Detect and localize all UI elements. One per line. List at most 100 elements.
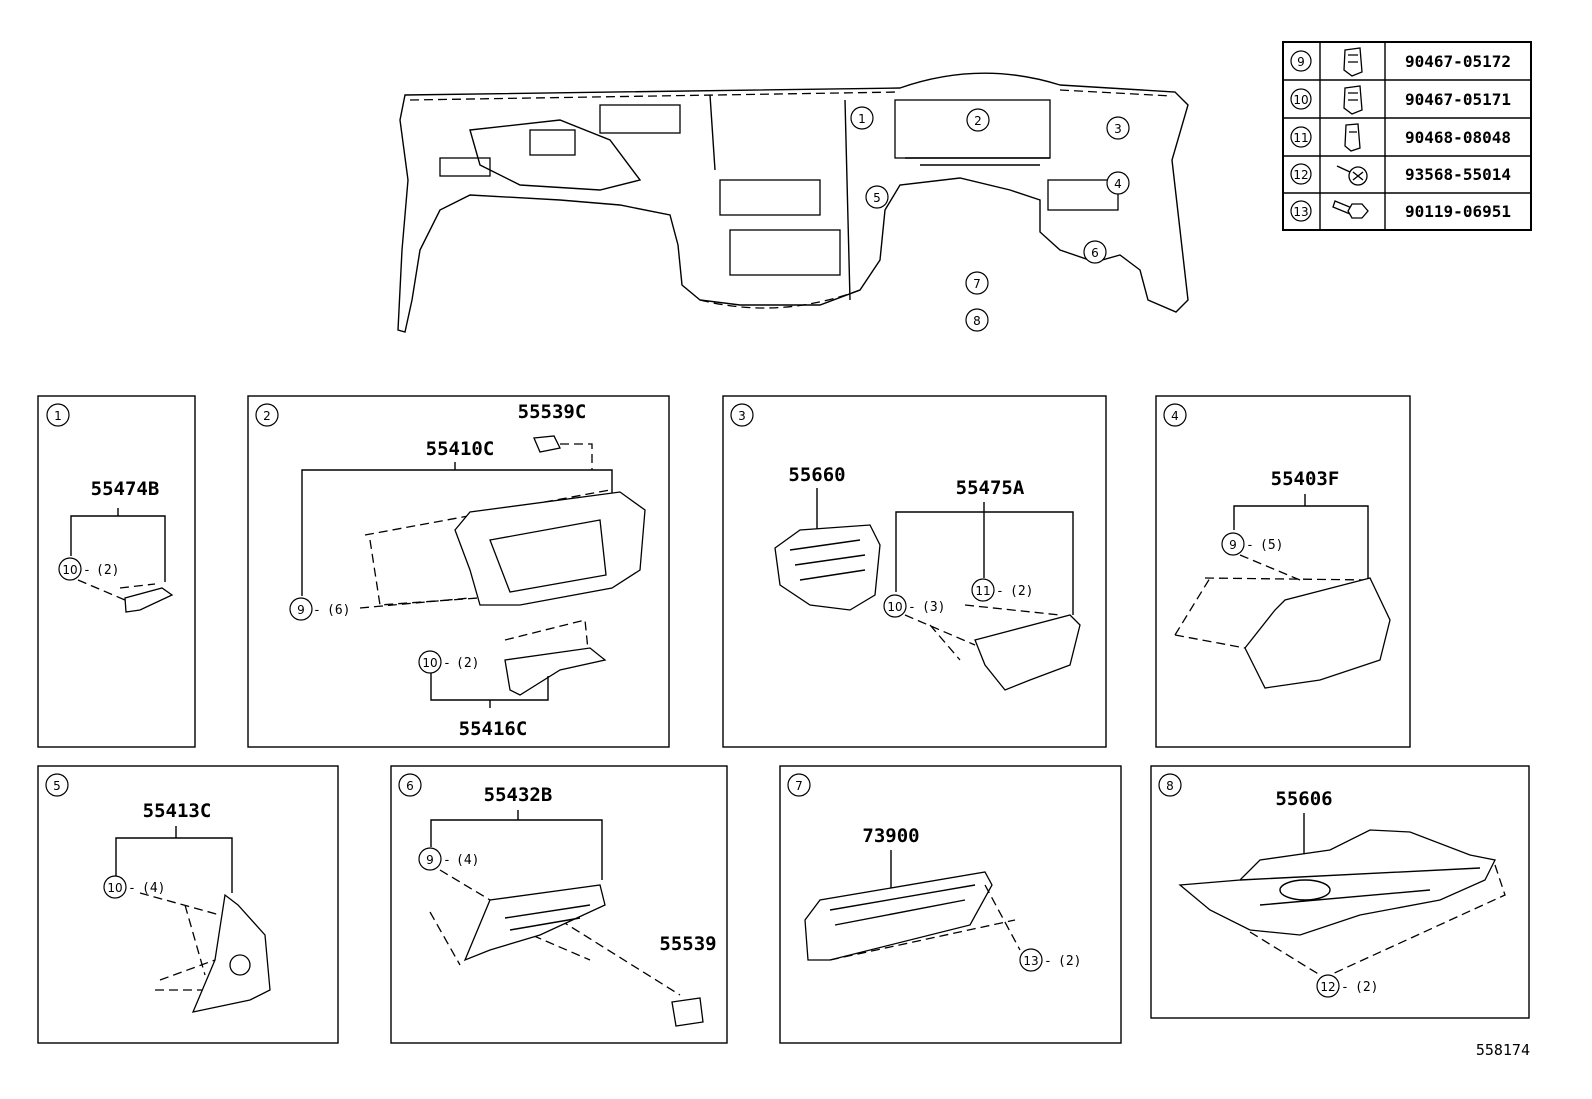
panel-number: 7 (795, 779, 803, 793)
part-55606 (1178, 829, 1496, 936)
svg-text:-: - (1246, 538, 1254, 553)
svg-text:(4): (4) (456, 853, 479, 868)
svg-text:-: - (1044, 954, 1052, 969)
svg-text:-: - (313, 603, 321, 618)
svg-text:-: - (128, 881, 136, 896)
svg-text:(2): (2) (1010, 584, 1033, 599)
svg-text:(5): (5) (1260, 538, 1283, 553)
callout-6: 6 (1091, 246, 1099, 260)
clip-icon (1344, 123, 1361, 152)
part-label: 55416C (459, 718, 528, 740)
part-55539C (533, 435, 561, 453)
part-label: 73900 (862, 825, 919, 847)
bolt-icon (1332, 200, 1369, 219)
callout-5: 5 (873, 191, 881, 205)
part-label: 55475A (956, 477, 1025, 499)
panel-number: 6 (406, 779, 414, 793)
part-label: 55413C (143, 800, 212, 822)
table-row: 13 90119-06951 (1290, 200, 1511, 222)
part-label: 55660 (788, 464, 845, 486)
svg-text:9: 9 (426, 853, 434, 867)
panel-number: 2 (263, 409, 271, 423)
part-55403F (1244, 577, 1391, 689)
panel-1: 1 55474B 10 - (2) (37, 395, 196, 748)
panel-number: 3 (738, 409, 746, 423)
clip-icon (1343, 85, 1363, 115)
svg-text:(2): (2) (96, 563, 119, 578)
svg-text:(3): (3) (922, 600, 945, 615)
panel-5: 5 55413C 10 - (4) (37, 765, 339, 1044)
svg-text:-: - (1341, 980, 1349, 995)
part-55474B (124, 587, 174, 613)
panel-6: 6 55432B 9 - (4) 55539 (390, 765, 728, 1044)
svg-text:10: 10 (887, 600, 902, 614)
diagram-id: 558174 (1476, 1041, 1530, 1059)
callout-8: 8 (973, 314, 981, 328)
fastener-table: 9 90467-05172 10 90467-05171 11 90468-08… (1282, 41, 1532, 231)
part-label: 55432B (484, 784, 553, 806)
svg-text:-: - (443, 853, 451, 868)
svg-text:(6): (6) (327, 603, 350, 618)
svg-text:9: 9 (297, 603, 305, 617)
svg-text:13: 13 (1293, 205, 1308, 219)
part-55413C (191, 893, 271, 1013)
callout-2: 2 (974, 114, 982, 128)
svg-text:(4): (4) (142, 881, 165, 896)
callout-1: 1 (858, 112, 866, 126)
part-number: 90467-05172 (1405, 52, 1511, 71)
part-55475A (974, 614, 1081, 691)
panel-3: 3 55660 55475A 11 - (2) 10 - (3) (722, 395, 1107, 748)
part-label: 55410C (426, 438, 495, 460)
table-row: 9 90467-05172 (1290, 47, 1511, 77)
part-55660 (774, 524, 881, 611)
svg-text:10: 10 (422, 656, 437, 670)
svg-text:(2): (2) (1355, 980, 1378, 995)
svg-text:-: - (443, 656, 451, 671)
part-number: 90467-05171 (1405, 90, 1511, 109)
svg-text:11: 11 (975, 584, 990, 598)
part-label: 55539C (518, 401, 587, 423)
svg-text:10: 10 (1293, 93, 1308, 107)
part-55416C (504, 647, 607, 696)
panel-number: 4 (1171, 409, 1179, 423)
dashboard-overview (397, 72, 1189, 333)
svg-text:11: 11 (1293, 131, 1308, 145)
table-row: 10 90467-05171 (1290, 85, 1511, 115)
panel-8: 8 55606 12 - (2) (1150, 765, 1530, 1019)
part-label: 55474B (91, 478, 160, 500)
callout-4: 4 (1114, 177, 1122, 191)
table-row: 12 93568-55014 (1290, 163, 1511, 186)
part-number: 90119-06951 (1405, 202, 1511, 221)
part-label: 55539 (659, 933, 716, 955)
svg-text:10: 10 (107, 881, 122, 895)
panel-4: 4 55403F 9 - (5) (1155, 395, 1411, 748)
part-55539 (671, 997, 704, 1027)
svg-text:(2): (2) (1058, 954, 1081, 969)
part-55432B (463, 884, 606, 962)
svg-text:13: 13 (1023, 954, 1038, 968)
fastener-qty: - (83, 563, 91, 578)
panel-number: 1 (54, 409, 62, 423)
svg-text:-: - (908, 600, 916, 615)
part-73900 (804, 871, 993, 961)
part-number: 90468-08048 (1405, 128, 1511, 147)
panel-7: 7 73900 13 - (2) (779, 765, 1122, 1044)
clip-icon (1343, 47, 1363, 77)
part-label: 55403F (1271, 468, 1340, 490)
panel-number: 5 (53, 779, 61, 793)
panel-2: 2 55539C 55410C 9 - (6) 10 - (2) 55416C (247, 395, 670, 748)
part-label: 55606 (1275, 788, 1332, 810)
svg-text:-: - (996, 584, 1004, 599)
part-number: 93568-55014 (1405, 165, 1511, 184)
svg-text:10: 10 (62, 563, 77, 577)
table-row: 11 90468-08048 (1290, 123, 1511, 152)
svg-text:12: 12 (1293, 168, 1308, 182)
callout-3: 3 (1114, 122, 1122, 136)
screw-icon (1336, 165, 1368, 186)
svg-text:9: 9 (1229, 538, 1237, 552)
svg-text:(2): (2) (456, 656, 479, 671)
panel-number: 8 (1166, 779, 1174, 793)
svg-text:12: 12 (1320, 980, 1335, 994)
svg-text:9: 9 (1297, 55, 1305, 69)
